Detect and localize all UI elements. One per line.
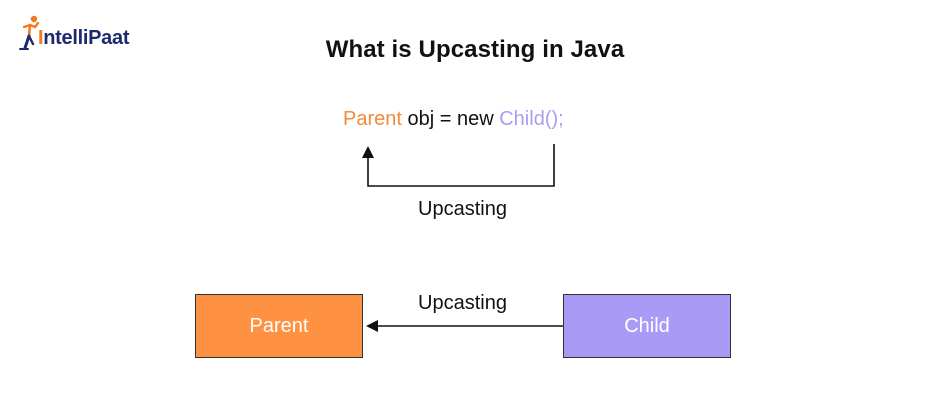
parent-box-label: Parent <box>249 314 309 337</box>
lower-upcasting-label: Upcasting <box>418 292 507 314</box>
child-box: Child <box>563 294 731 358</box>
intellipaat-logo: IntelliPaat <box>18 12 129 52</box>
logo-main-text: ntelliPaat <box>43 27 130 49</box>
upper-upcasting-label: Upcasting <box>418 198 507 220</box>
code-child-type: Child <box>499 108 545 130</box>
parent-box: Parent <box>195 294 363 358</box>
lower-arrowhead-icon <box>366 320 378 332</box>
code-parens: (); <box>544 108 564 130</box>
code-statement: Parent obj = new Child(); <box>343 108 564 131</box>
code-parent-type: Parent <box>343 108 402 130</box>
page-title: What is Upcasting in Java <box>325 36 625 63</box>
logo-wordmark: IntelliPaat <box>38 28 129 48</box>
code-middle: obj = new <box>401 108 500 130</box>
upper-arrowhead-icon <box>362 146 374 158</box>
upper-upcasting-arrow <box>367 144 555 187</box>
child-box-label: Child <box>624 314 670 337</box>
logo-figure-icon <box>19 15 40 50</box>
logo-accent-letter: I <box>38 27 44 49</box>
